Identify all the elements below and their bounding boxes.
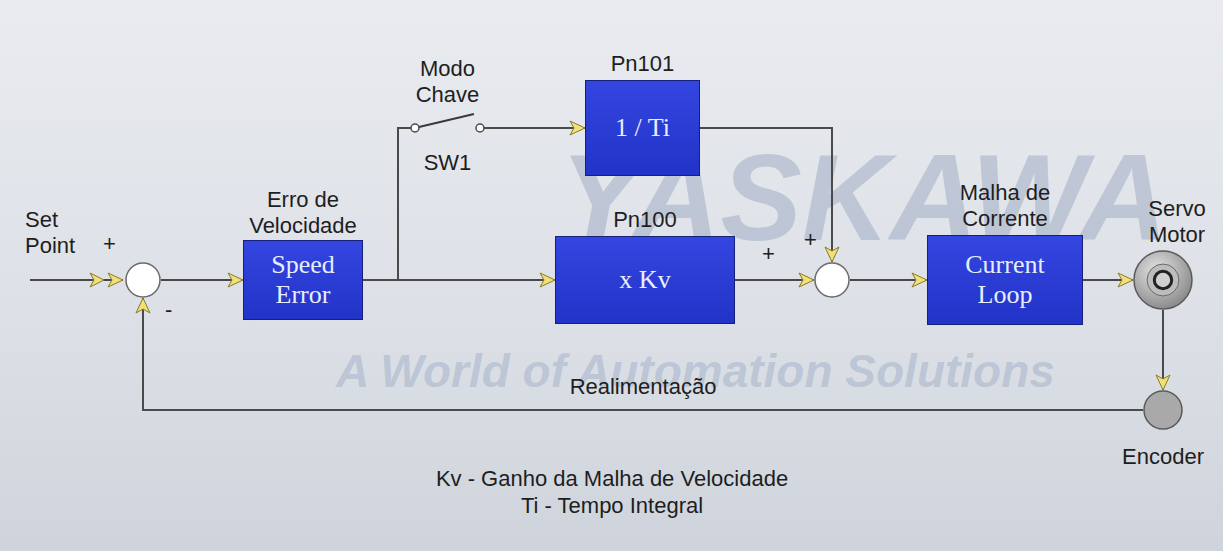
connector [850,273,927,287]
encoder-disc [1144,391,1182,429]
box-text: x Kv [619,265,670,295]
sign-mark: - [165,298,172,322]
box-heading: SW1 [424,150,472,176]
switch-lead [484,127,490,129]
arrow-head [912,273,927,287]
signal-name: Set Point [25,207,97,259]
motor-body [1134,251,1192,309]
junction-outline [125,262,161,298]
summing-junction: +- [125,262,161,298]
switch-lever [419,114,474,127]
edge-label: Realimentação [570,374,717,400]
connector-line [161,279,243,281]
arrow-head [228,273,243,287]
servo-motor: Servo Motor [1133,250,1193,310]
connector [363,128,405,280]
connector [1156,310,1170,390]
sign-mark: + [804,228,817,252]
encoder-outline [1143,390,1183,430]
switch-contact [411,124,419,132]
arrow-head [799,273,814,287]
process-box: Malha de CorrenteCurrent Loop [927,235,1083,325]
connector [161,273,243,287]
switch-outline [405,112,490,144]
connector-line [490,127,585,129]
arrow-head [825,247,839,262]
box-text: Speed Error [253,250,353,310]
summing-junction: ++ [814,262,850,298]
sign-mark: + [103,232,116,256]
arrow-head [1156,375,1170,390]
motor-ring [1147,264,1179,296]
box-heading: Erro de Velocidade [213,187,393,239]
arrow-head [540,273,555,287]
switch-symbol: Modo ChaveSW1 [405,112,490,144]
arrow-head [90,273,104,287]
connector [735,273,814,287]
process-box: Erro de VelocidadeSpeed Error [243,240,363,320]
legend-note: Kv - Ganho da Malha de Velocidade [436,466,788,492]
arrow-head [108,273,123,287]
connector [1083,273,1133,287]
motor-shaft [1154,271,1171,288]
connector-line [1162,310,1164,390]
process-box: Pn1011 / Ti [585,80,700,176]
switch-contact [476,124,484,132]
junction-circle [126,263,160,297]
box-text: 1 / Ti [615,113,670,143]
legend-note: Ti - Tempo Integral [521,493,703,519]
arrow-head [1118,273,1133,287]
arrow-head [570,121,585,135]
junction-circle [815,263,849,297]
motor-outline [1133,250,1193,310]
box-heading: Encoder [1122,444,1204,470]
junction-outline [814,262,850,298]
box-heading: Modo Chave [403,56,493,108]
box-text: Current Loop [942,250,1068,310]
box-heading: Malha de Corrente [920,180,1090,232]
connector [490,121,585,135]
arrow-head [136,298,150,313]
box-heading: Pn100 [613,207,677,233]
encoder: Encoder [1143,390,1183,430]
setpoint-wire [30,279,123,281]
box-heading: Pn101 [611,51,675,77]
switch-lead [405,127,411,129]
sign-mark: + [762,242,775,266]
process-box: Pn100x Kv [555,236,735,324]
box-heading: Servo Motor [1137,196,1217,248]
connector-line [363,128,405,280]
